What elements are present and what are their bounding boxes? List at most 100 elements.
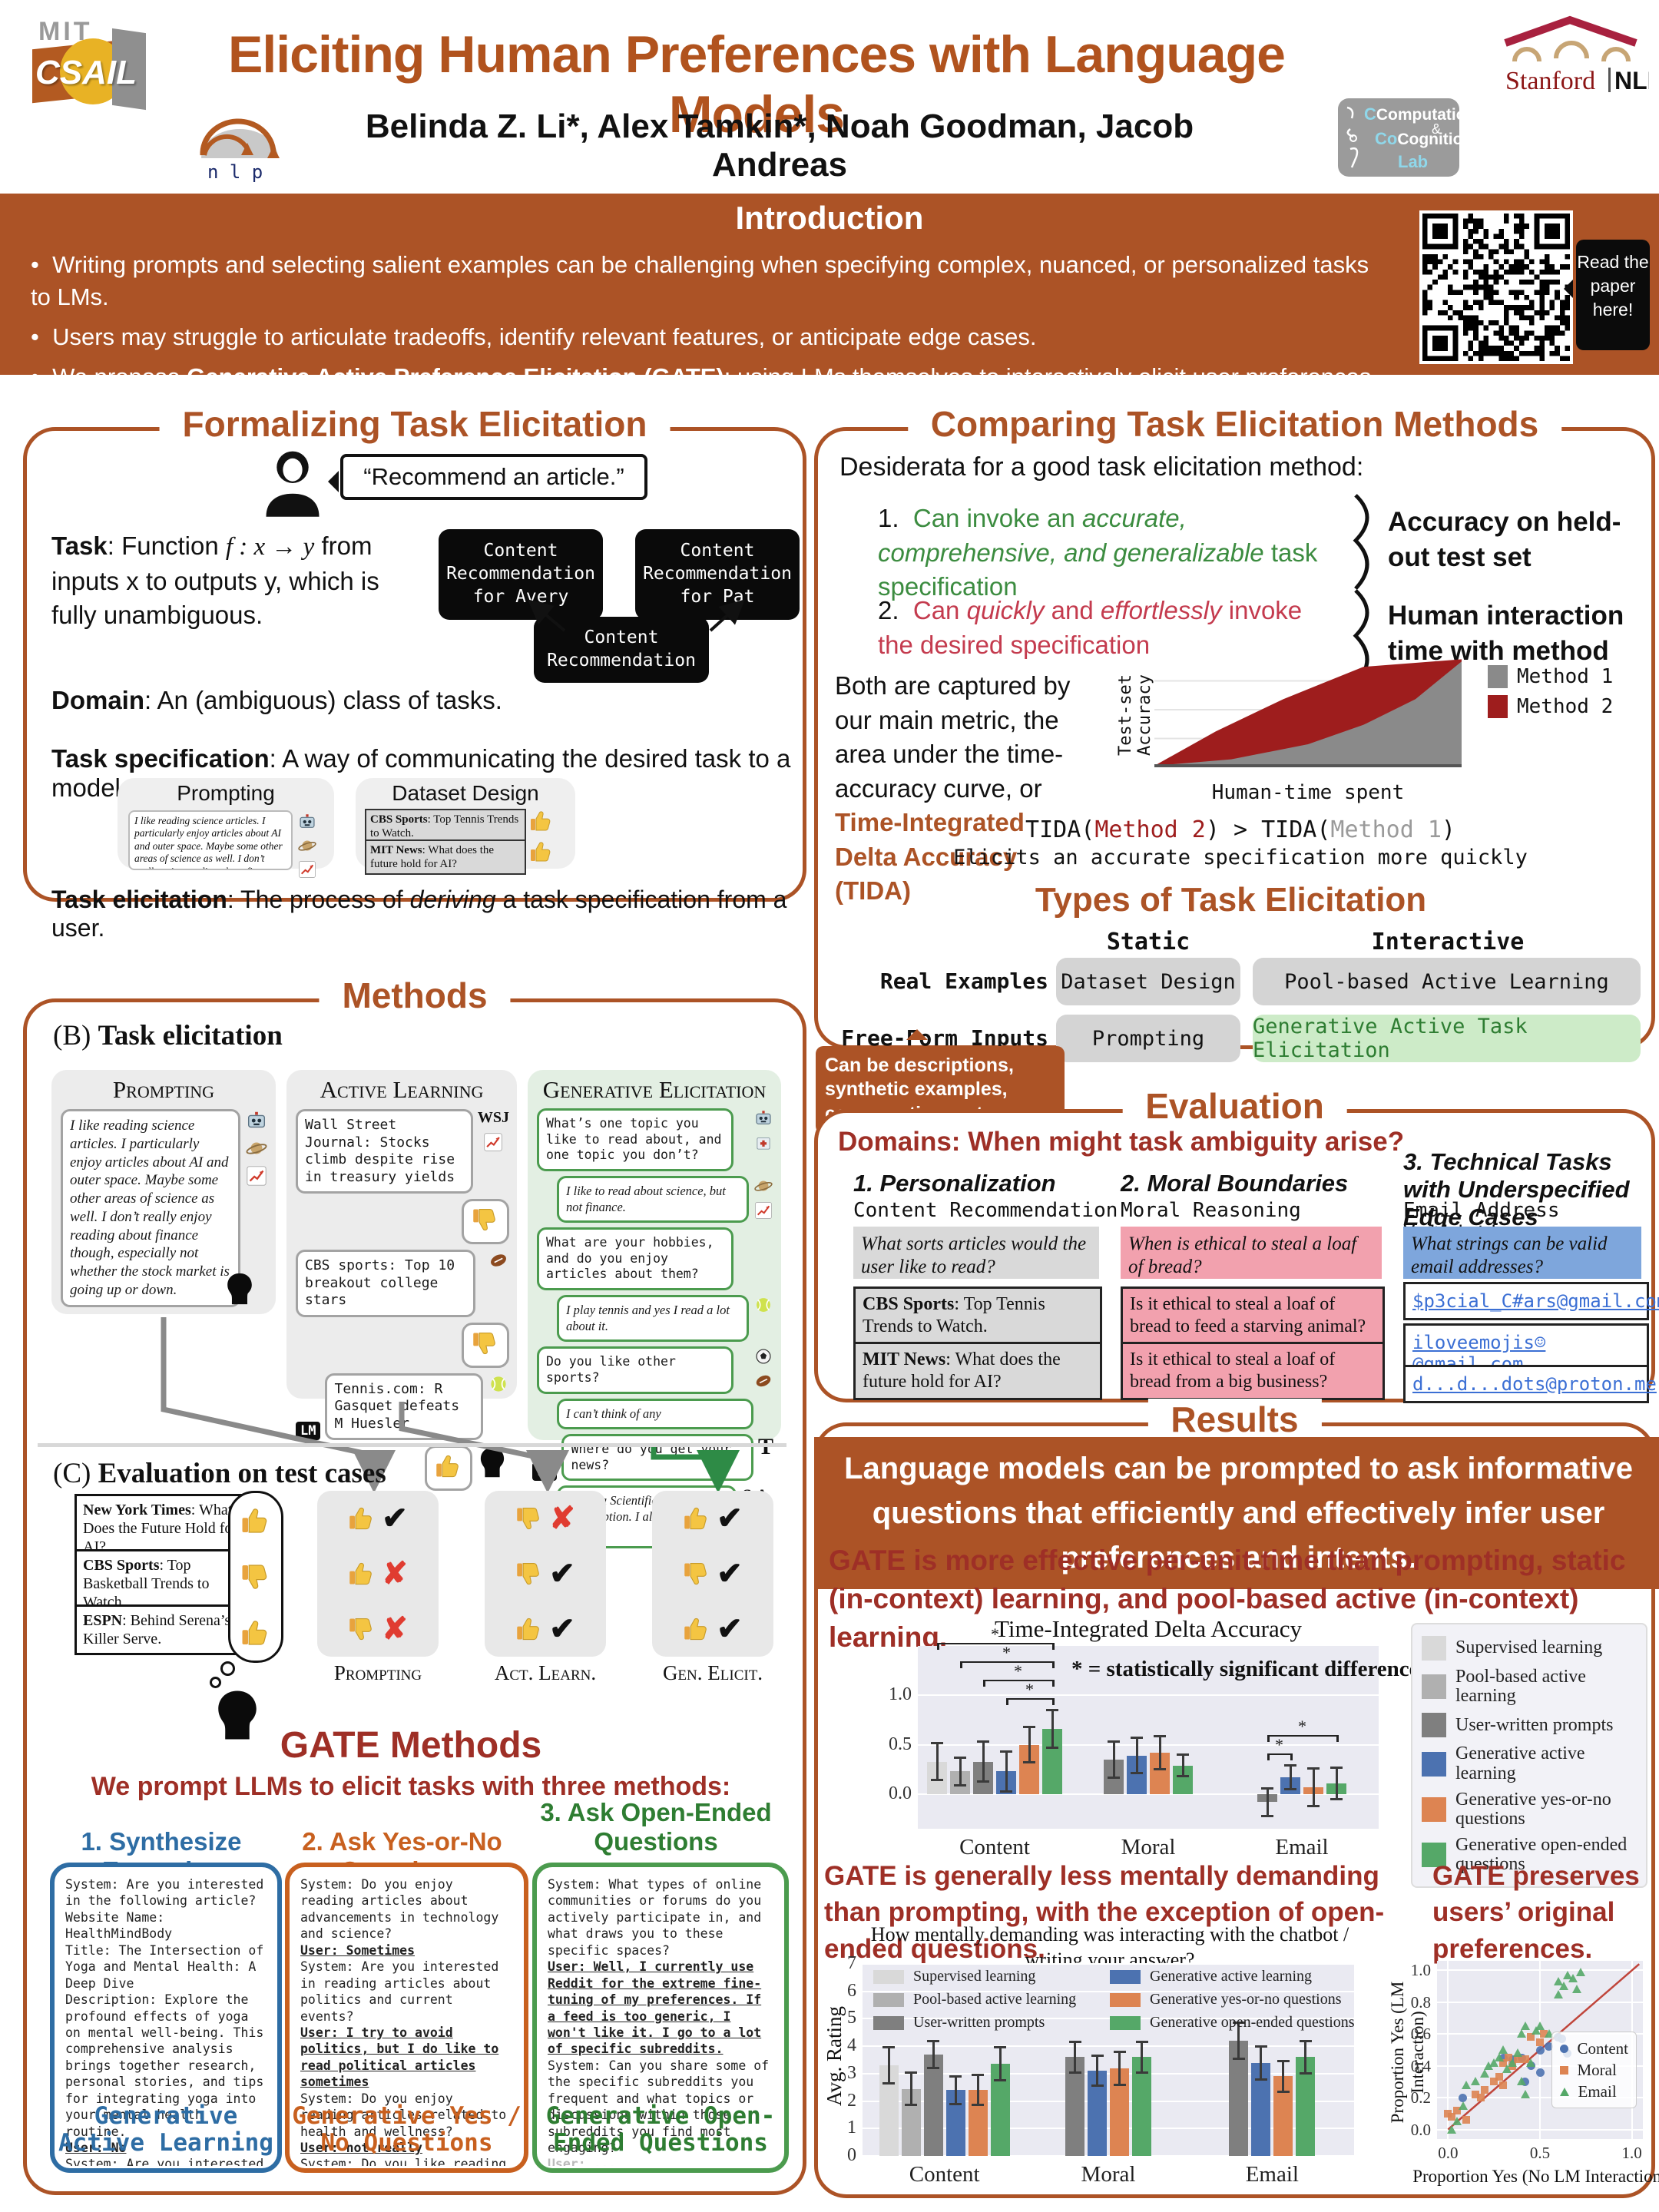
legend-swatch [1488, 695, 1508, 718]
label-thumb-row [296, 1322, 509, 1368]
chart-icon [753, 1200, 773, 1220]
legend-swatch [873, 1969, 904, 1984]
error-cap [1108, 1740, 1120, 1743]
prompting-user-bubble: I like reading science articles. I parti… [61, 1109, 240, 1307]
test-case-box: ESPN: Behind Serena’s Killer Serve. [75, 1604, 250, 1655]
x-tick-label: 0.5 [1529, 2144, 1551, 2162]
planet-icon [297, 836, 317, 856]
feedback-bubble [462, 1322, 509, 1368]
error-cap [1135, 2071, 1148, 2074]
wsj-icon: WSJ [477, 1109, 509, 1126]
user-answer-bubble: I like to read about science, but not fi… [557, 1175, 749, 1224]
y-tick-label: 6 [847, 1980, 856, 2001]
gridline [863, 2128, 1354, 2130]
legend-label: Content [1577, 2039, 1629, 2058]
legend-label: Pool-based active learning [913, 1991, 1077, 2008]
y-tick-label: 7 [847, 1953, 856, 1973]
transcript-line: System: Do you enjoy reading articles re… [300, 2091, 507, 2139]
data-point-email [1452, 2117, 1462, 2126]
transcript-line: User: Well, I currently use Reddit for t… [548, 1959, 762, 2057]
sig-star: * [1002, 1642, 1011, 1662]
nlp-letters: n l p [207, 161, 263, 183]
legend-label: Generative open-ended questions [1150, 2014, 1355, 2031]
robot-icon [245, 1109, 268, 1132]
legend-swatch [873, 2015, 904, 2030]
category-label: Email [1275, 1835, 1329, 1859]
gate-methods-heading: GATE Methods [280, 1725, 542, 1766]
check-icon: ✔ [382, 1502, 408, 1535]
chart-icon [245, 1164, 268, 1187]
stanford-nlp-text: NLP [1614, 67, 1649, 94]
data-point-email [1508, 2058, 1518, 2067]
thumbs-up-icon [240, 1505, 271, 1536]
error-cap [1154, 1734, 1166, 1737]
legend-entry: Email [1559, 2083, 1629, 2100]
types-row1-label: Real Examples [879, 969, 1048, 994]
mit-csail-logo: MIT CSAIL [32, 14, 147, 129]
feedback-bubble [462, 1199, 509, 1244]
domain-definition: Domain: An (ambiguous) class of tasks. [51, 686, 502, 714]
error-cap [994, 2079, 1007, 2082]
health-icon [753, 1133, 773, 1153]
error-bar [909, 2072, 912, 2105]
sig-tick [1267, 1753, 1270, 1760]
legend-swatch [1422, 1843, 1446, 1868]
error-bar [1135, 1737, 1138, 1773]
result-column-label: Act. Learn. [494, 1661, 597, 1684]
legend-swatch [1422, 1713, 1446, 1738]
intro-bullet-2: • Users may struggle to articulate trade… [31, 323, 1037, 350]
thumbs-down-icon [683, 1560, 710, 1588]
category-label: Email [1245, 2162, 1299, 2187]
data-point-moral [1448, 2113, 1456, 2121]
error-cap [972, 2074, 985, 2077]
types-gate: Generative Active Task Elicitation [1253, 1015, 1641, 1062]
thumbs-up-icon [348, 1560, 376, 1588]
data-point-email [1559, 1982, 1569, 1991]
area-chart-ylabel: Test-set Accuracy [1116, 674, 1154, 756]
transcript-line: System: Are you interested in the follow… [65, 2157, 264, 2166]
legend-entry: Generative open-ended questions [1110, 2015, 1355, 2031]
y-tick-label: 0.8 [1410, 1992, 1431, 2012]
article-icons [483, 1250, 509, 1271]
result-column-box: ✘✔✔ [485, 1491, 606, 1657]
prompting-topic-icons [240, 1109, 268, 1187]
bar [1132, 2057, 1151, 2156]
error-cap [927, 2067, 940, 2070]
identity-line [1447, 1963, 1641, 2131]
error-cap [972, 2104, 985, 2107]
thumbs-up-icon [683, 1615, 710, 1643]
tida-annotation: * = statistically significant difference [1071, 1657, 1419, 1681]
gate-method-2-box: System: Do you enjoy reading articles ab… [285, 1863, 528, 2173]
chart-icon [297, 859, 317, 879]
error-cap [1177, 1753, 1189, 1756]
eval-col2-title: 2. Moral Boundaries [1121, 1170, 1349, 1197]
tida-formula: TIDA(Method 2) > TIDA(Method 1) [1025, 816, 1455, 843]
user-answer-bubble: I play tennis and yes I read a lot about… [557, 1295, 749, 1343]
sig-tick [960, 1661, 962, 1668]
gate-methods-subtitle: We prompt LLMs to elicit tasks with thre… [91, 1772, 731, 1801]
area-chart-xlabel: Human-time spent [1211, 781, 1405, 804]
generative-column-title: Generative Elicitation [542, 1076, 767, 1103]
prompting-card-icons [297, 812, 317, 879]
legend-label: Generative yes-or-no questions [1150, 1991, 1342, 2008]
read-paper-bubble: Read the paper here! [1564, 240, 1650, 350]
result-column-box: ✔✘✘ [317, 1491, 439, 1657]
results-heading: Results [1147, 1399, 1322, 1440]
sig-tick [1052, 1697, 1055, 1705]
tida-paragraph: Both are captured by our main metric, th… [835, 671, 1071, 906]
data-point-content [1535, 2068, 1545, 2077]
lm-question-row: What’s one topic you like to read about,… [537, 1108, 773, 1171]
data-point-moral [1505, 2054, 1513, 2062]
y-tick-label: 0 [847, 2145, 856, 2165]
result-column-label: Gen. Elicit. [662, 1661, 763, 1684]
results-section: Results Language models can be prompted … [814, 1399, 1659, 2198]
error-cap [977, 1740, 989, 1743]
transcript-line: User: not really [300, 2141, 422, 2155]
error-cap [1046, 1747, 1058, 1749]
error-cap [882, 2046, 896, 2049]
types-col-interactive: Interactive [1371, 929, 1525, 955]
error-cap [1277, 2090, 1290, 2093]
user-answer-row: I like to read about science, but not fi… [537, 1175, 773, 1224]
